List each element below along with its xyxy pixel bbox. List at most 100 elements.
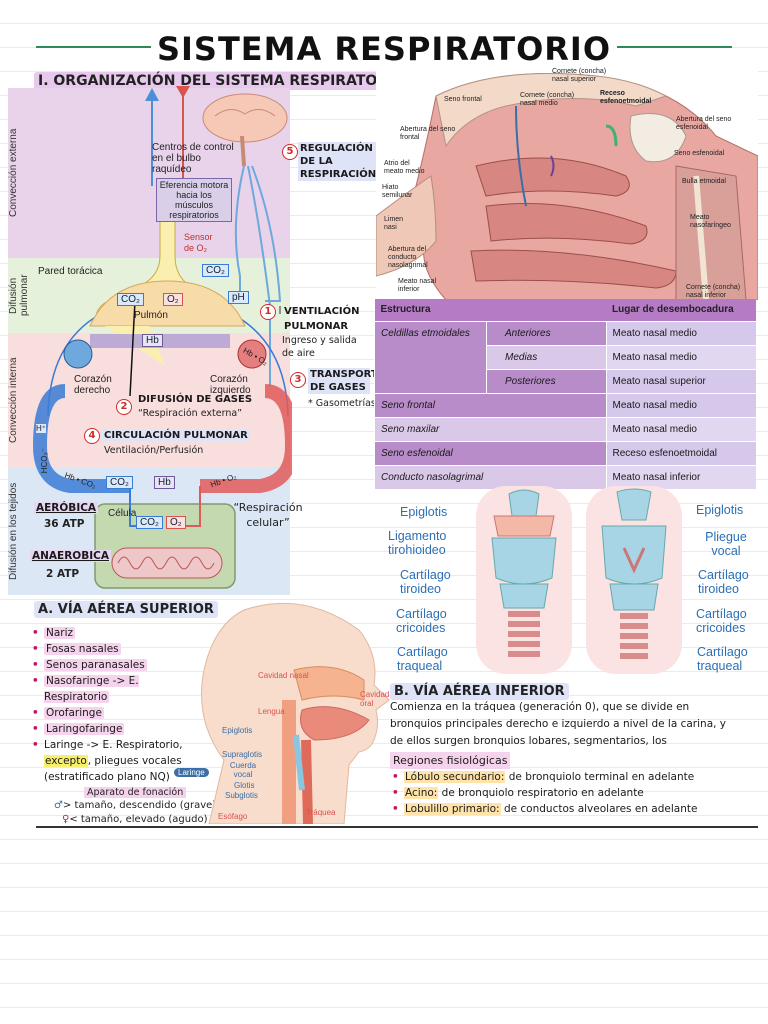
list-item: Acino: de bronquiolo respiratorio en ade… <box>390 785 750 801</box>
table-cell-lugar: Meato nasal medio <box>605 416 756 441</box>
table-cell-estructura: Seno maxilar <box>374 416 606 441</box>
co2-cell-tag: CO₂ <box>136 516 163 529</box>
co2-lung-tag: CO₂ <box>117 293 144 306</box>
regiones-heading: Regiones fisiológicas <box>390 752 511 769</box>
hb-tissue-tag: Hb <box>154 476 175 489</box>
section-1-heading: I. ORGANIZACIÓN DEL SISTEMA RESPIRATORIO <box>34 72 410 90</box>
larynx-illustration <box>476 486 682 674</box>
larynx-label-traqueal-right: Cartílago traqueal <box>697 645 748 673</box>
male-note: ♂> tamaño, descendido (grave) <box>54 800 217 811</box>
nasal-label-cornete-sup: Cornete (concha) nasal superior <box>552 68 607 83</box>
h-label: H⁺ <box>36 424 46 433</box>
list-item: Nariz <box>30 625 195 641</box>
nasal-label-meato-inf: Meato nasal inferior <box>398 278 437 293</box>
table-row: Seno maxilar Meato nasal medio <box>374 416 756 441</box>
table-row: Seno esfenoidal Receso esfenoetmoidal <box>374 440 756 465</box>
table-row: Celdillas etmoidales Anteriores Meato na… <box>374 320 756 393</box>
nasal-label-cornete-medio: Cornete (concha) nasal medio <box>520 92 575 107</box>
head-label-subglotis: Subglotis <box>225 791 258 800</box>
nasal-label-atrio: Atrio del meato medio <box>384 160 425 175</box>
nasal-label-limen: Limen nasi <box>384 216 404 231</box>
head-label-lengua: Lengua <box>258 707 285 716</box>
respiratory-physiology-diagram <box>32 86 292 589</box>
nasal-label-hiato: Hiato semilunar <box>382 184 413 199</box>
head-label-laringe: Laringe <box>174 768 209 777</box>
table-row: Posteriores Meato nasal superior <box>375 368 756 393</box>
section-b-heading: B. VÍA AÉREA INFERIOR <box>390 683 569 700</box>
nasal-label-meato-naso: Meato nasofaríngeo <box>690 214 731 229</box>
section-a-heading: A. VÍA AÉREA SUPERIOR <box>34 601 218 618</box>
sinus-drainage-table: Estructura Lugar de desembocadura Celdil… <box>374 299 756 489</box>
title-rule-left <box>36 46 186 48</box>
o2-cell-tag: O₂ <box>166 516 186 529</box>
list-item: Senos paranasales <box>30 657 195 673</box>
table-cell-sub: Posteriores <box>486 368 606 393</box>
larynx-label-epiglotis-right: Epiglotis <box>696 503 744 517</box>
list-item: Lobulillo primario: de conductos alveola… <box>390 801 750 817</box>
nasal-label-bulla: Bulla etmoidal <box>682 178 726 185</box>
larynx-label-epiglotis: Epiglotis <box>400 505 448 519</box>
annotation-number: 2 <box>116 399 132 415</box>
annotation-number: 4 <box>84 428 100 444</box>
head-sagittal-illustration <box>201 602 390 824</box>
nasal-label-abertura-esf: Abertura del seno esfenoidal <box>676 116 732 131</box>
regiones-list: Lóbulo secundario: de bronquiolo termina… <box>390 769 750 817</box>
nasal-label-receso: Receso esfenoetmoidal <box>600 90 652 105</box>
nasal-cavity-illustration <box>376 66 758 300</box>
annotation-number: 5 <box>282 144 298 160</box>
ph-tag: pH <box>228 291 249 304</box>
band-label: Difusión en los tejidos <box>8 482 19 581</box>
list-item: Laringe -> E. Respiratorio, excepto, pli… <box>30 737 195 785</box>
table-cell-lugar: Meato nasal medio <box>605 392 756 417</box>
label-pulmon: Pulmón <box>134 310 168 321</box>
table-cell-estructura: Seno esfenoidal <box>374 440 606 465</box>
list-item: Lóbulo secundario: de bronquiolo termina… <box>390 769 750 785</box>
co2-tissue-tag: CO₂ <box>106 476 133 489</box>
annotation-regulacion: REGULACIÓN DE LA RESPIRACIÓN <box>298 142 378 181</box>
list-item: Fosas nasales <box>30 641 195 657</box>
aparato-fonacion-label: Aparato de fonación <box>84 787 187 798</box>
label-corazon-derecho: Corazón derecho <box>74 374 112 396</box>
annotation-difusion: DIFUSIÓN DE GASES <box>138 394 253 405</box>
table-cell-sub: Anteriores <box>486 320 606 345</box>
list-item: Laringofaringe <box>30 721 195 737</box>
anaerobica-atp: 2 ATP <box>46 568 80 580</box>
hb-tag: Hb <box>142 334 163 347</box>
anaerobica-label: ANAEROBICA <box>30 550 111 562</box>
aerobica-atp: 36 ATP <box>44 518 85 530</box>
table-cell-lugar: Meato nasal medio <box>605 320 756 345</box>
table-cell-lugar: Meato nasal medio <box>605 344 756 369</box>
annotation-number: 1 <box>260 304 276 320</box>
table-cell-sub: Medias <box>486 344 606 369</box>
page-title: SISTEMA RESPIRATORIO <box>0 30 768 68</box>
annotation-circulacion-sub: Ventilación/Perfusión <box>104 445 204 456</box>
head-label-glotis: Glotis <box>234 781 255 790</box>
larynx-label-pliegue-vocal: Pliegue vocal <box>705 530 747 558</box>
head-label-cavidad-oral: Cavidad oral <box>360 690 390 708</box>
nasal-label-seno-esf: Seno esfenoidal <box>674 150 725 157</box>
o2-lung-tag: O₂ <box>163 293 183 306</box>
annotation-circulacion: CIRCULACIÓN PULMONAR <box>102 430 250 441</box>
label-celula: Célula <box>108 508 137 519</box>
table-cell-estructura: Seno frontal <box>374 392 606 417</box>
respiracion-celular-label: “Respiración celular” <box>233 501 303 529</box>
annotation-difusion-sub: “Respiración externa” <box>138 408 243 419</box>
label-eferencia: Eferencia motora hacia los músculos resp… <box>156 178 232 222</box>
section-divider <box>36 826 758 828</box>
table-header: Lugar de desembocadura <box>606 299 756 321</box>
table-row: Conducto nasolagrimal Meato nasal inferi… <box>374 464 756 489</box>
larynx-label-traqueal-left: Cartílago traqueal <box>397 645 448 673</box>
annotation-number: 3 <box>290 372 306 388</box>
label-sensor-o2: Sensor de O₂ <box>184 232 213 253</box>
upper-airway-list: Nariz Fosas nasales Senos paranasales Na… <box>30 625 195 785</box>
annotation-ventilacion: VENTILACIÓN PULMONAR <box>284 306 360 332</box>
larynx-label-ligamento: Ligamento tirohioideo <box>388 529 447 557</box>
head-label-cuerda-vocal: Cuerda vocal <box>229 761 257 779</box>
male-icon: ♂ <box>54 800 63 811</box>
table-header: Estructura <box>374 299 606 321</box>
band-label: Convección interna <box>8 357 19 444</box>
head-label-esofago: Esófago <box>218 812 248 821</box>
larynx-label-cricoides-left: Cartílago cricoides <box>396 607 447 635</box>
aerobica-label: AERÓBICA <box>34 502 99 514</box>
title-rule-right <box>586 46 732 48</box>
